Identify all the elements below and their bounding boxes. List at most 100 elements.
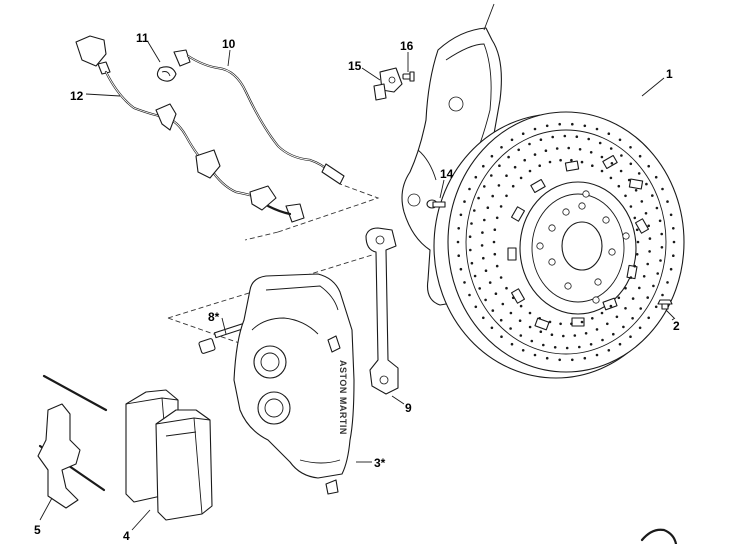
- disc-hole: [530, 339, 534, 343]
- disc-hole: [558, 358, 561, 362]
- disc-hole: [551, 135, 554, 139]
- disc-hole: [468, 235, 472, 238]
- disc-hole: [517, 148, 520, 152]
- disc-hole: [521, 132, 525, 135]
- disc-hole: [456, 240, 460, 244]
- disc-hole: [624, 307, 627, 310]
- disc-hole: [666, 281, 669, 284]
- disc-hole: [511, 296, 515, 300]
- disc-hole: [493, 228, 497, 231]
- callout-3: 3*: [374, 456, 386, 470]
- disc-hole: [495, 264, 499, 268]
- disc-hole: [484, 269, 488, 273]
- disc-hole: [558, 122, 561, 126]
- disc-hole: [652, 284, 655, 288]
- disc-hole: [583, 356, 587, 360]
- disc-hole: [595, 328, 599, 331]
- dust-shield: [401, 3, 502, 306]
- disc-hole: [633, 216, 637, 220]
- disc-hole: [563, 134, 567, 138]
- disc-hole: [600, 169, 604, 173]
- disc-hole: [640, 200, 644, 203]
- disc-hole: [565, 346, 569, 350]
- disc-hole: [595, 353, 599, 357]
- disc-hole: [481, 231, 484, 234]
- callout-8: 8*: [208, 310, 220, 324]
- disc-hole: [638, 154, 642, 158]
- disc-hole: [638, 326, 642, 330]
- callout-15: 15: [348, 59, 362, 73]
- disc-hole: [533, 153, 537, 156]
- disc-hole: [528, 325, 532, 329]
- disc-hole: [609, 304, 613, 308]
- disc-hole: [553, 346, 557, 349]
- disc-hole: [660, 246, 664, 249]
- disc-hole: [607, 349, 611, 352]
- disc-hole: [459, 213, 463, 217]
- callout-11: 11: [136, 31, 149, 45]
- callout-2: 2: [673, 319, 680, 333]
- disc-hole: [528, 142, 531, 146]
- disc-hole: [587, 137, 590, 141]
- callout-16: 16: [400, 39, 414, 53]
- disc-hole: [499, 205, 503, 208]
- disc-hole: [510, 138, 514, 142]
- disc-hole: [629, 335, 632, 339]
- disc-hole: [494, 292, 498, 296]
- disc-hole: [645, 182, 648, 186]
- disc-hole: [507, 155, 510, 159]
- disc-hole: [482, 316, 485, 320]
- disc-hole: [609, 176, 613, 180]
- disc-hole: [490, 326, 494, 330]
- disc-hole: [669, 213, 673, 217]
- disc-hole: [473, 209, 476, 212]
- disc-hole: [656, 272, 659, 275]
- disc-hole: [559, 322, 562, 326]
- disc-hole: [542, 343, 545, 347]
- abs-sensor-cable: [173, 49, 345, 185]
- disc-hole: [639, 307, 642, 310]
- disc-hole: [470, 222, 473, 225]
- caliper-link-arm: [365, 227, 405, 405]
- disc-hole: [555, 147, 559, 150]
- disc-hole: [505, 174, 508, 177]
- disc-hole: [672, 227, 675, 230]
- disc-hole: [500, 335, 503, 339]
- disc-screw: [657, 299, 675, 319]
- disc-hole: [474, 305, 478, 309]
- disc-hole: [600, 155, 604, 159]
- disc-hole: [642, 275, 646, 278]
- disc-hole: [580, 160, 584, 164]
- disc-hole: [622, 325, 625, 329]
- disc-hole: [483, 185, 486, 188]
- disc-hole: [482, 164, 485, 168]
- sensor-screw: [402, 52, 415, 82]
- disc-hole: [473, 274, 477, 278]
- callout-10: 10: [222, 37, 236, 51]
- leader-1: [641, 77, 665, 97]
- disc-hole: [669, 267, 673, 271]
- disc-hole: [497, 184, 501, 187]
- disc-hole: [648, 237, 652, 240]
- disc-hole: [545, 356, 549, 360]
- disc-hole: [495, 216, 499, 220]
- disc-hole: [457, 254, 461, 257]
- disc-hole: [610, 162, 614, 165]
- disc-hole: [583, 124, 587, 128]
- disc-hole: [483, 218, 486, 222]
- disc-hole: [484, 298, 487, 302]
- brake-caliper: ASTON MARTIN: [233, 273, 372, 495]
- disc-hole: [470, 261, 474, 265]
- disc-hole: [647, 316, 650, 320]
- disc-hole: [538, 317, 541, 320]
- disc-hole: [480, 244, 484, 247]
- disc-hole: [634, 189, 638, 192]
- disc-hole: [521, 349, 525, 352]
- disc-hole: [658, 219, 662, 223]
- disc-hole: [493, 252, 497, 256]
- disc-hole: [624, 286, 627, 290]
- disc-hole: [631, 297, 635, 300]
- disc-hole: [617, 296, 621, 300]
- disc-hole: [618, 138, 622, 142]
- disc-hole: [672, 254, 675, 257]
